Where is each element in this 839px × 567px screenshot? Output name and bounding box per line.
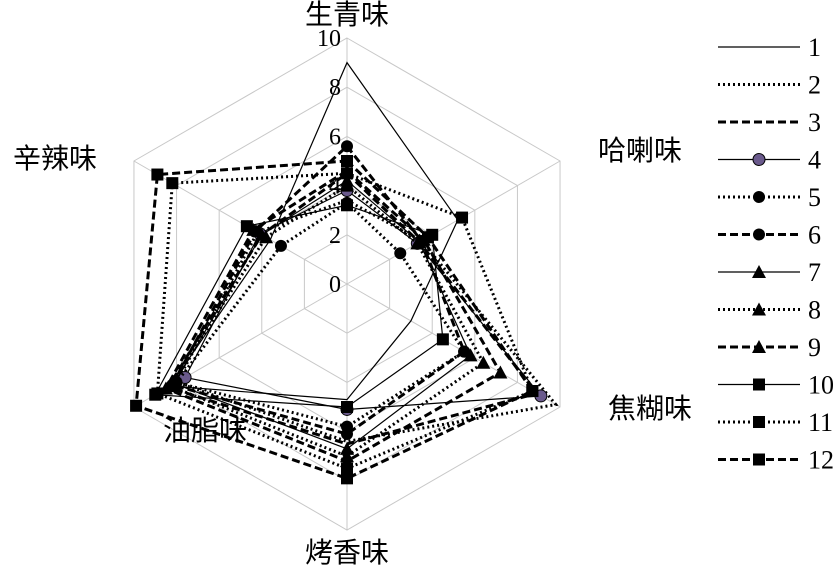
legend-label-5: 5 xyxy=(808,183,821,212)
series-11-point xyxy=(166,177,179,190)
legend-marker-10 xyxy=(753,378,765,391)
series-5-point xyxy=(274,239,287,252)
series-5-point xyxy=(394,247,407,260)
legend-label-7: 7 xyxy=(808,258,821,287)
legend-label-8: 8 xyxy=(808,296,821,325)
series-9-point xyxy=(493,365,508,379)
series-12-point xyxy=(130,399,143,412)
legend-marker-6 xyxy=(753,228,765,241)
legend-marker-7 xyxy=(752,265,766,278)
grid-spoke xyxy=(346,160,561,285)
legend-marker-12 xyxy=(753,453,765,466)
series-10-line xyxy=(154,204,444,408)
series-8-point xyxy=(259,230,274,244)
axis-label: 烤香味 xyxy=(305,537,389,567)
legend-label-11: 11 xyxy=(808,408,833,437)
series-11-point xyxy=(151,387,164,400)
series-10-point xyxy=(341,401,353,413)
tick-label: 2 xyxy=(329,223,341,249)
legend-label-12: 12 xyxy=(808,446,834,475)
legend-label-10: 10 xyxy=(808,371,834,400)
legend-marker-9 xyxy=(752,340,766,353)
series-12-point xyxy=(341,472,353,485)
series-8-point xyxy=(340,178,354,192)
grid-spoke xyxy=(346,283,561,408)
series-6-line xyxy=(170,144,466,436)
series-7-point xyxy=(463,348,478,362)
series-10-point xyxy=(436,333,449,346)
series-11-point xyxy=(456,211,469,224)
legend-marker-11 xyxy=(753,416,765,428)
series-9-point xyxy=(246,222,261,236)
series-6-point xyxy=(341,140,353,153)
axis-label: 生青味 xyxy=(305,0,389,31)
grid-spoke xyxy=(133,160,348,285)
legend-label-4: 4 xyxy=(808,146,821,175)
tick-label: 6 xyxy=(329,124,341,150)
tick-label: 0 xyxy=(329,272,341,298)
series-11-point xyxy=(341,167,353,180)
axis-label: 焦糊味 xyxy=(608,393,692,425)
legend-label-2: 2 xyxy=(808,71,821,100)
series-7-point xyxy=(340,441,354,455)
series-8-point xyxy=(476,355,491,369)
series-12-point xyxy=(526,385,539,398)
legend-label-3: 3 xyxy=(808,108,821,137)
legend-label-1: 1 xyxy=(808,33,821,62)
legend-label-6: 6 xyxy=(808,221,821,250)
series-10-point xyxy=(240,220,253,233)
legend-marker-5 xyxy=(753,191,765,203)
series-12-point xyxy=(421,231,434,244)
tick-label: 10 xyxy=(317,26,341,52)
axis-label: 哈喇味 xyxy=(598,135,682,167)
series-6-point xyxy=(341,428,353,441)
series-8-point xyxy=(410,236,425,250)
series-4-line xyxy=(184,189,543,411)
axis-label: 辛辣味 xyxy=(13,143,97,175)
series-12-point xyxy=(151,168,164,181)
legend-label-9: 9 xyxy=(808,333,821,362)
legend-marker-8 xyxy=(752,302,766,316)
series-12-point xyxy=(341,155,353,167)
tick-label: 8 xyxy=(329,75,341,101)
series-10-point xyxy=(341,199,353,212)
legend-marker-4 xyxy=(752,153,766,166)
series-11-point xyxy=(341,462,353,475)
